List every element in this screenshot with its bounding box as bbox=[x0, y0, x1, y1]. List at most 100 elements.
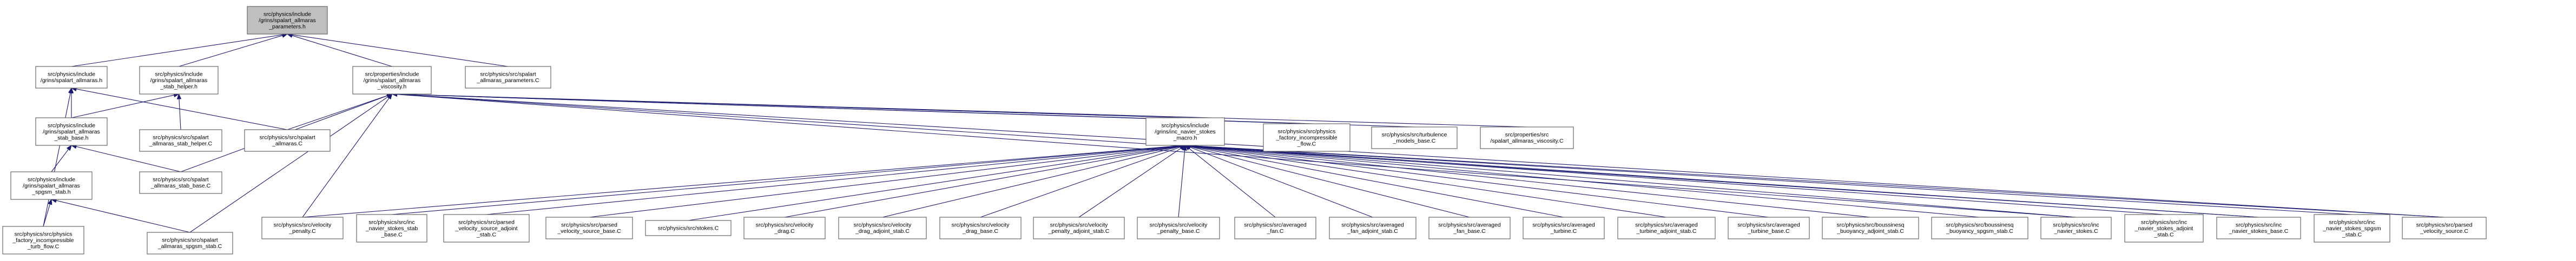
file-node[interactable]: src/physics/src/boussinesq_buoyancy_spgs… bbox=[1931, 217, 2028, 239]
node-label-line: _fan_adjoint_stab.C bbox=[1347, 228, 1398, 235]
node-box bbox=[2402, 217, 2487, 239]
edge-arrowhead bbox=[387, 93, 393, 100]
edge-layer bbox=[43, 32, 2445, 233]
file-node[interactable]: src/physics/include/grins/spalart_allmar… bbox=[35, 66, 108, 89]
file-node[interactable]: src/physics/src/spalart_allmaras.C bbox=[244, 129, 331, 152]
file-node[interactable]: src/physics/src/spalart_allmaras_stab_he… bbox=[139, 129, 222, 152]
file-node[interactable]: src/physics/include/grins/spalart_allmar… bbox=[35, 117, 108, 146]
file-node[interactable]: src/physics/src/parsed_velocity_source_b… bbox=[545, 217, 633, 239]
node-label-line: _allmaras_spgsm_stab.C bbox=[157, 243, 222, 250]
file-node[interactable]: src/physics/src/boussinesq_buoyancy_adjo… bbox=[1822, 217, 1919, 239]
dependency-edge bbox=[1190, 145, 1871, 218]
node-label-line: src/physics/src/spalart bbox=[162, 237, 218, 244]
file-node[interactable]: src/physics/include/grins/spalart_allmar… bbox=[139, 66, 219, 95]
node-label-line: /grins/spalart_allmaras bbox=[150, 77, 208, 84]
file-node[interactable]: src/physics/src/velocity_drag_base.C bbox=[939, 217, 1022, 239]
file-node[interactable]: src/physics/src/turbulence_models_base.C bbox=[1371, 126, 1458, 149]
file-node[interactable]: src/physics/src/spalart_allmaras_stab_ba… bbox=[139, 171, 222, 194]
node-label-line: _stab.C bbox=[2342, 231, 2362, 238]
node-label-line: src/physics/src/velocity bbox=[1150, 222, 1208, 229]
node-label-line: _velocity_source.C bbox=[2420, 228, 2468, 235]
edge-arrowhead bbox=[176, 93, 182, 99]
node-label-line: src/physics/src/parsed bbox=[561, 222, 617, 229]
file-node[interactable]: src/physics/src/averaged_turbine.C bbox=[1523, 217, 1605, 239]
node-label-line: _allmaras_stab_helper.C bbox=[149, 140, 213, 147]
node-label-line: src/physics/src/spalart bbox=[480, 71, 536, 78]
dependency-edge bbox=[1190, 145, 1667, 218]
dependency-edge bbox=[1190, 145, 1980, 218]
dependency-edge bbox=[397, 93, 1527, 128]
node-label-line: src/physics/src/boussinesq bbox=[1946, 222, 2014, 229]
node-label-line: src/physics/src/averaged bbox=[1341, 222, 1404, 229]
file-node[interactable]: src/physics/src/inc_navier_stokes_spgsm_… bbox=[2314, 214, 2390, 243]
node-label-line: src/physics/src/turbulence bbox=[1382, 132, 1447, 138]
node-box bbox=[35, 66, 108, 89]
dependency-edge bbox=[397, 93, 2445, 218]
node-label-line: _penalty_adjoint_stab.C bbox=[1048, 228, 1110, 235]
file-node[interactable]: src/physics/src/velocity_penalty.C bbox=[261, 217, 344, 239]
dependency-edge bbox=[1190, 145, 2445, 218]
file-node[interactable]: src/physics/src/averaged_turbine_adjoint… bbox=[1617, 217, 1716, 239]
node-label-line: src/physics/src/physics bbox=[1278, 128, 1336, 135]
node-label-line: _turb_flow.C bbox=[27, 243, 60, 250]
node-box bbox=[139, 129, 222, 152]
file-node[interactable]: src/physics/src/averaged_fan_adjoint_sta… bbox=[1329, 217, 1417, 239]
dependency-edge bbox=[302, 145, 1181, 218]
dependency-edge bbox=[980, 146, 1181, 218]
file-node[interactable]: src/physics/src/physics_factory_incompre… bbox=[2, 226, 84, 255]
node-box bbox=[838, 217, 927, 239]
file-node[interactable]: src/physics/src/averaged_fan_base.C bbox=[1428, 217, 1511, 239]
node-box bbox=[1931, 217, 2028, 239]
node-label-line: src/physics/src/averaged bbox=[1244, 222, 1307, 229]
node-label-line: _spgsm_stab.h bbox=[31, 189, 70, 195]
file-node[interactable]: src/physics/src/velocity_penalty_adjoint… bbox=[1033, 217, 1125, 239]
node-box bbox=[10, 171, 93, 200]
file-node[interactable]: src/physics/src/inc_navier_stokes_stab_b… bbox=[356, 214, 427, 243]
file-node[interactable]: src/physics/src/parsed_velocity_source.C bbox=[2402, 217, 2487, 239]
node-label-line: src/physics/src/averaged bbox=[1532, 222, 1595, 229]
node-label-line: src/properties/include bbox=[365, 71, 419, 77]
file-node[interactable]: src/physics/src/velocity_penalty_base.C bbox=[1137, 217, 1220, 239]
file-node[interactable]: src/physics/src/averaged_fan.C bbox=[1234, 217, 1316, 239]
file-node[interactable]: src/properties/include/grins/spalart_all… bbox=[352, 66, 432, 95]
node-label-line: _navier_stokes_base.C bbox=[2229, 228, 2289, 235]
dependency-edge bbox=[1178, 150, 1185, 218]
node-box bbox=[465, 66, 551, 89]
dependency-edge bbox=[1190, 145, 2164, 215]
file-node[interactable]: src/physics/src/averaged_turbine_base.C bbox=[1728, 217, 1810, 239]
node-label-line: _fan.C bbox=[1267, 228, 1284, 235]
edge-arrowhead bbox=[68, 87, 73, 94]
node-label-line: _buoyancy_spgsm_stab.C bbox=[1946, 228, 2013, 235]
dependency-edge bbox=[882, 146, 1181, 218]
dependency-edge bbox=[179, 98, 181, 130]
file-node[interactable]: src/physics/src/inc_navier_stokes_adjoin… bbox=[2124, 214, 2204, 243]
root-node[interactable]: src/physics/include/grins/spalart_allmar… bbox=[247, 6, 328, 35]
file-node[interactable]: src/physics/src/inc_navier_stokes_base.C bbox=[2216, 217, 2301, 239]
node-label-line: _fan_base.C bbox=[1453, 228, 1486, 235]
file-node[interactable]: src/physics/src/physics_factory_incompre… bbox=[1263, 123, 1350, 152]
dependency-edge bbox=[1189, 146, 1373, 218]
dependency-edge bbox=[43, 204, 50, 227]
node-label-line: _buoyancy_adjoint_stab.C bbox=[1836, 228, 1904, 235]
dependency-edge bbox=[71, 34, 283, 67]
node-label-line: /grins/spalart_allmaras bbox=[364, 77, 421, 84]
node-box bbox=[139, 66, 219, 95]
file-node[interactable]: src/physics/src/spalart_allmaras_paramet… bbox=[465, 66, 551, 89]
node-box bbox=[1033, 217, 1125, 239]
file-node[interactable]: src/physics/include/grins/spalart_allmar… bbox=[10, 171, 93, 200]
file-node[interactable]: src/physics/src/velocity_drag_adjoint_st… bbox=[838, 217, 927, 239]
file-node[interactable]: src/physics/src/spalart_allmaras_spgsm_s… bbox=[147, 232, 233, 255]
node-label-line: _turbine_base.C bbox=[1747, 228, 1789, 235]
node-label-line: src/physics/src/boussinesq bbox=[1837, 222, 1905, 229]
file-node[interactable]: src/physics/src/parsed_velocity_source_a… bbox=[443, 214, 530, 243]
node-box bbox=[2040, 217, 2112, 239]
node-box bbox=[1145, 117, 1225, 146]
file-node[interactable]: src/physics/src/velocity_drag.C bbox=[743, 217, 826, 239]
file-node[interactable]: src/physics/src/inc_navier_stokes.C bbox=[2040, 217, 2112, 239]
file-node[interactable]: src/physics/include/grins/inc_navier_sto… bbox=[1145, 117, 1225, 146]
file-node[interactable]: src/physics/src/stokes.C bbox=[645, 220, 732, 236]
dependency-edge bbox=[292, 35, 392, 67]
node-label-line: /spalart_allmaras_viscosity.C bbox=[1490, 138, 1564, 144]
file-node[interactable]: src/properties/src/spalart_allmaras_visc… bbox=[1480, 126, 1574, 149]
